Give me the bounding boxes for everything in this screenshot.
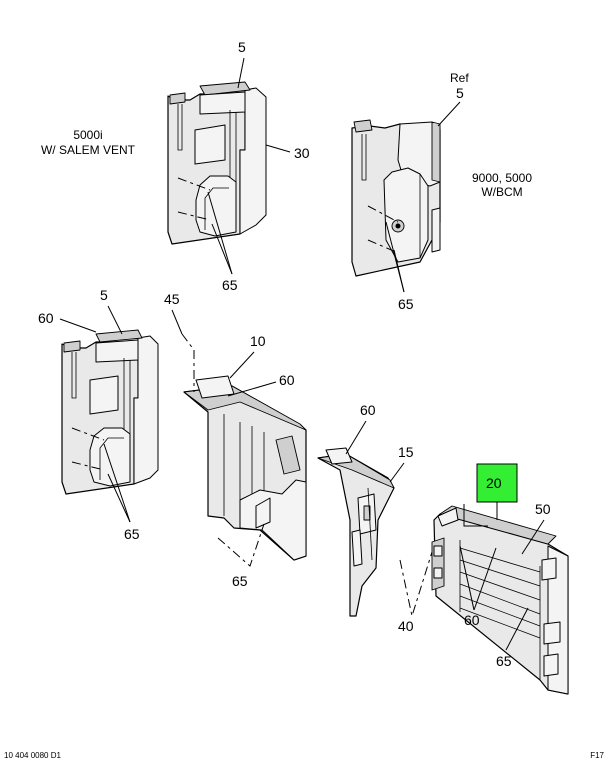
- callout-5-ref: 5: [456, 85, 464, 101]
- callout-60-right: 60: [360, 402, 376, 418]
- panel-9000-5000-bcm: [351, 119, 441, 277]
- callout-60-left: 60: [38, 310, 54, 326]
- panel-5000i-salem-vent: [167, 81, 267, 245]
- note-variant-b-line1: 9000, 5000: [472, 171, 532, 185]
- callout-15: 15: [398, 444, 414, 460]
- callout-65-top-left: 65: [222, 277, 238, 293]
- callout-65-mid-left: 65: [124, 526, 140, 542]
- note-variant-a-line1: 5000i: [73, 128, 102, 142]
- bracket-10: [183, 375, 307, 561]
- footer-figure-code: F17: [590, 751, 604, 760]
- note-variant-b-line2: W/BCM: [481, 185, 522, 199]
- panel-base: [61, 329, 159, 495]
- callout-40: 40: [398, 618, 414, 634]
- callout-60-duct: 60: [464, 612, 480, 628]
- callout-30: 30: [294, 145, 310, 161]
- callout-50: 50: [535, 501, 551, 517]
- callout-5-top: 5: [238, 39, 246, 55]
- callout-5-left: 5: [100, 287, 108, 303]
- note-ref: Ref: [450, 71, 469, 85]
- callout-65-center: 65: [232, 573, 248, 589]
- callout-65-top-right: 65: [398, 296, 414, 312]
- centerline-65-center: [217, 523, 265, 567]
- bracket-15: [317, 447, 395, 617]
- callout-65-duct: 65: [496, 653, 512, 669]
- callout-60-center: 60: [279, 372, 295, 388]
- callout-45: 45: [164, 291, 180, 307]
- footer-drawing-number: 10 404 0080 D1: [4, 751, 61, 760]
- duct-assembly-20: [431, 505, 569, 695]
- note-variant-a-line2: W/ SALEM VENT: [41, 143, 136, 157]
- callout-20: 20: [486, 475, 502, 491]
- centerline-45: [181, 333, 195, 392]
- callout-10: 10: [250, 333, 266, 349]
